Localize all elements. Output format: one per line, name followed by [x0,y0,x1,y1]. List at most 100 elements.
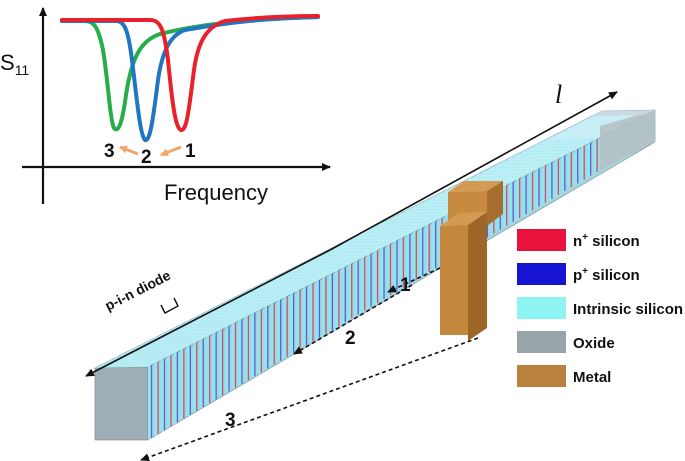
legend-label-p-silicon: p+ silicon [573,266,640,284]
legend-label-n-silicon: n+ silicon [573,232,640,250]
intrinsic-stripe-top [191,316,249,319]
intrinsic-stripe [593,139,598,174]
intrinsic-stripe-top [178,322,236,326]
intrinsic-stripe-top [185,319,242,323]
length-arrow-back [85,249,331,377]
y-axis-label: S11 [0,50,29,78]
intrinsic-stripe-top [488,165,546,169]
intrinsic-stripe-top [540,139,598,143]
intrinsic-stripe [322,276,326,336]
intrinsic-stripe-top [366,227,423,231]
intrinsic-stripe [425,224,430,275]
diode-bracket [160,297,179,314]
intrinsic-stripe [580,146,585,182]
intrinsic-stripe [199,339,204,410]
intrinsic-stripe [335,270,339,329]
intrinsic-stripe [264,306,268,371]
intrinsic-stripe-top [295,263,352,267]
intrinsic-stripe-top [140,342,197,346]
intrinsic-stripe [587,142,591,178]
section-label-3: 3 [225,410,236,431]
intrinsic-stripe-top [534,142,591,146]
intrinsic-stripe [225,325,230,394]
intrinsic-stripe [406,234,410,286]
intrinsic-stripe [380,247,385,302]
legend-swatch-p-silicon [517,263,566,285]
intrinsic-stripe [160,358,165,433]
dip-label-3: 3 [104,141,115,162]
legend-swatch-metal [517,365,566,387]
intrinsic-stripe [561,155,565,194]
intrinsic-stripe-top [514,152,572,156]
intrinsic-stripe-top [327,247,385,251]
intrinsic-stripe [386,244,391,298]
intrinsic-stripe [231,322,236,390]
metal-pad-top [448,181,503,192]
intrinsic-stripe-top [133,345,191,349]
intrinsic-stripe [399,237,404,290]
intrinsic-stripe [244,316,249,383]
legend-swatch-intrinsic-silicon [517,297,566,319]
section-arrow-2 [293,284,413,355]
intrinsic-stripe-top [237,293,294,297]
intrinsic-stripe-top [198,312,255,316]
intrinsic-stripe-top [224,299,281,303]
intrinsic-stripe [206,335,210,406]
intrinsic-stripe-top [353,234,410,238]
intrinsic-stripe-top [346,237,404,241]
oxide-end-cap [600,110,655,170]
intrinsic-stripe [503,185,507,228]
intrinsic-stripe [238,319,242,386]
intrinsic-stripe-top [256,283,313,287]
legend: n+ silicon p+ silicon Intrinsic silicon … [517,229,683,387]
metal-post-top [440,212,487,226]
intrinsic-stripe-top [166,329,223,333]
legend-label-metal: Metal [573,369,611,386]
intrinsic-stripe [516,178,520,221]
section-label-2: 2 [345,328,356,349]
intrinsic-stripe-top [508,155,565,159]
intrinsic-stripe-top [359,231,417,234]
intrinsic-stripe [148,365,152,440]
intrinsic-stripe-top [521,149,578,153]
intrinsic-stripe-top [469,175,527,179]
dip-label-2: 2 [141,147,152,168]
length-symbol: l [555,80,562,109]
intrinsic-stripe-top [269,276,326,280]
length-arrow-forward [329,91,618,251]
intrinsic-stripe [283,296,288,359]
intrinsic-stripe [341,267,346,325]
metal-post-front [440,225,468,335]
intrinsic-stripe-top [120,352,178,355]
intrinsic-stripe-top [288,267,346,270]
shift-arrow-1-to-2 [160,145,182,157]
intrinsic-stripe [354,260,359,317]
intrinsic-stripe [528,172,533,213]
intrinsic-stripe-top [114,355,171,359]
intrinsic-stripe-top [379,221,436,225]
intrinsic-stripe [361,257,365,313]
intrinsic-stripe [219,329,223,398]
intrinsic-stripe [173,352,178,425]
intrinsic-stripe-top [475,172,533,175]
intrinsic-stripe [374,250,378,305]
intrinsic-stripe-top [107,358,165,362]
intrinsic-stripe-top [146,339,204,342]
intrinsic-stripe-top [372,224,430,228]
intrinsic-stripe-top [501,159,559,162]
intrinsic-stripe-top [392,214,449,218]
intrinsic-stripe [548,162,552,201]
intrinsic-stripe [567,152,572,190]
intrinsic-stripe-top [314,253,372,257]
intrinsic-stripe [302,286,307,348]
intrinsic-stripe [309,283,313,344]
intrinsic-stripe-top [333,244,391,247]
intrinsic-stripe-top [301,260,359,264]
intrinsic-stripe [193,342,197,413]
intrinsic-stripe [432,221,436,271]
intrinsic-stripe [154,361,159,437]
intrinsic-stripe [522,175,527,217]
intrinsic-stripe-top [204,309,262,313]
intrinsic-stripe-top [482,168,539,172]
